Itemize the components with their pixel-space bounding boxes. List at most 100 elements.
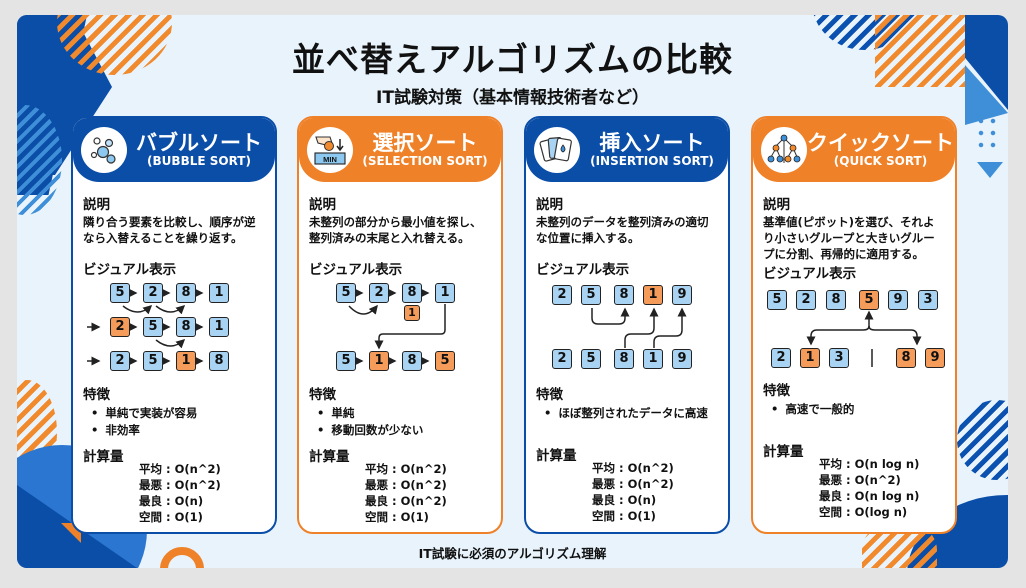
node: 5	[581, 285, 601, 306]
visual-label: ビジュアル表示	[309, 262, 403, 279]
complexity-row: 最悪 : O(n^2)	[365, 477, 447, 492]
node: 2	[369, 283, 389, 304]
features-label: 特徴	[83, 387, 110, 404]
node-highlight: 5	[435, 351, 455, 372]
node: 5	[336, 351, 356, 372]
card-title: バブルソート	[136, 130, 262, 155]
decor-orange-stripes-top-right	[875, 15, 965, 87]
features-list: 単純で実装が容易 非効率	[83, 405, 265, 438]
card-title-en: (BUBBLE SORT)	[147, 153, 251, 168]
node: 3	[918, 290, 938, 311]
partition-tree-icon	[761, 127, 807, 173]
complexity-row: 空間 : O(1)	[365, 509, 429, 524]
card-title-en: (SELECTION SORT)	[362, 153, 488, 168]
complexity-section: 計算量 平均 : O(n^2) 最悪 : O(n^2) 最良 : O(n) 空間…	[536, 444, 718, 524]
features-label: 特徴	[763, 383, 790, 400]
node: 2	[796, 290, 816, 311]
card-title: 選択ソート	[372, 130, 478, 155]
complexity-row: 空間 : O(1)	[139, 509, 203, 524]
insertion-sort-visual: 2 5 8 1 9 2 5 8 1 9	[536, 280, 718, 380]
card-quick-sort: クイックソート (QUICK SORT) 説明 基準値(ピボット)を選び、それよ…	[751, 116, 957, 534]
feature-item: 単純で実装が容易	[91, 405, 265, 422]
node-highlight: 1	[176, 351, 196, 372]
bubbles-icon	[81, 127, 127, 173]
features-list: ほぼ整列されたデータに高速	[536, 405, 718, 422]
node: 2	[552, 285, 572, 306]
node: 8	[209, 351, 229, 372]
node: 5	[581, 349, 601, 370]
node: 1	[209, 283, 229, 304]
arrows	[87, 288, 204, 366]
complexity-row: 最悪 : O(n^2)	[139, 477, 221, 492]
node: 8	[614, 285, 634, 306]
svg-text:MIN: MIN	[323, 155, 337, 164]
description-text: 基準値(ピボット)を選び、それより小さいグループと大きいグループに分割、再帰的に…	[763, 215, 935, 262]
description-text: 隣り合う要素を比較し、順序が逆なら入替えることを繰り返す。	[83, 215, 256, 246]
card-title-en: (QUICK SORT)	[833, 153, 928, 168]
complexity-row: 最良 : O(n log n)	[819, 489, 920, 504]
visual-label: ビジュアル表示	[83, 262, 177, 279]
node-highlight: 1	[404, 305, 420, 322]
selection-sort-visual: 5 2 8 1 1 5 1 8 5	[309, 280, 491, 380]
node: 2	[143, 283, 163, 304]
complexity-row: 平均 : O(n^2)	[365, 461, 447, 476]
node: 1	[209, 317, 229, 338]
node: 8	[402, 283, 422, 304]
decor-dots	[975, 115, 999, 151]
playing-cards-icon	[534, 127, 580, 173]
complexity-row: 空間 : O(1)	[592, 509, 656, 524]
complexity-row: 平均 : O(n^2)	[139, 461, 221, 476]
complexity-label: 計算量	[536, 447, 577, 464]
title-block: 並べ替えアルゴリズムの比較 IT試験対策（基本情報技術者など）	[17, 33, 1008, 108]
description-label: 説明	[536, 197, 563, 213]
description-label: 説明	[309, 197, 336, 213]
page-title: 並べ替えアルゴリズムの比較	[291, 40, 733, 79]
card-header: バブルソート (BUBBLE SORT)	[73, 118, 275, 182]
node-highlight: 1	[643, 285, 663, 306]
node: 5	[110, 283, 130, 304]
decor-blue-stripes-bottom-right	[957, 400, 1008, 480]
node-highlight: 8	[896, 348, 916, 369]
node: 5	[143, 317, 163, 338]
node-highlight: 5	[859, 290, 879, 311]
node: 9	[672, 285, 692, 306]
complexity-row: 最良 : O(n)	[139, 493, 204, 508]
complexity-section: 計算量 平均 : O(n log n) 最悪 : O(n^2) 最良 : O(n…	[763, 440, 945, 520]
node-highlight: 1	[800, 348, 820, 369]
feature-item: 高速で一般的	[771, 401, 945, 418]
card-header: 挿入ソート (INSERTION SORT)	[526, 118, 728, 182]
feature-item: 単純	[317, 405, 491, 422]
card-title: 挿入ソート	[599, 130, 705, 155]
node: 8	[614, 349, 634, 370]
node: 2	[552, 349, 572, 370]
card-header: MIN 選択ソート (SELECTION SORT)	[299, 118, 501, 182]
card-bubble-sort: バブルソート (BUBBLE SORT) 説明 隣り合う要素を比較し、順序が逆な…	[71, 116, 277, 534]
node: 5	[143, 351, 163, 372]
node-highlight: 2	[110, 317, 130, 338]
footer-caption: IT試験に必須のアルゴリズム理解	[418, 546, 607, 561]
description-text: 未整列のデータを整列済みの適切な位置に挿入する。	[536, 215, 709, 246]
arrows	[806, 310, 922, 368]
bubble-sort-visual: 5 2 8 1 2 5 8 1 2 5 1 8	[83, 280, 265, 380]
node: 8	[826, 290, 846, 311]
complexity-section: 計算量 平均 : O(n^2) 最悪 : O(n^2) 最良 : O(n^2) …	[309, 445, 491, 525]
quick-sort-visual: 5 2 8 5 9 3 2 1 3 8 9	[763, 284, 945, 376]
card-selection-sort: MIN 選択ソート (SELECTION SORT) 説明 未整列の部分から最小…	[297, 116, 503, 534]
card-insertion-sort: 挿入ソート (INSERTION SORT) 説明 未整列のデータを整列済みの適…	[524, 116, 730, 534]
description-label: 説明	[763, 197, 790, 213]
min-select-icon: MIN	[307, 127, 353, 173]
node: 9	[888, 290, 908, 311]
features-label: 特徴	[309, 387, 336, 404]
complexity-row: 空間 : O(log n)	[819, 505, 908, 520]
arrows	[591, 307, 687, 349]
complexity-row: 平均 : O(n^2)	[592, 460, 674, 475]
features-list: 高速で一般的	[763, 401, 945, 418]
node: 1	[435, 283, 455, 304]
node: 5	[336, 283, 356, 304]
node: 3	[829, 348, 849, 369]
node-highlight: 9	[925, 348, 945, 369]
decor-down-triangle	[977, 162, 1003, 178]
decor-orange-ring	[160, 547, 204, 568]
complexity-row: 最良 : O(n^2)	[365, 493, 447, 508]
page-subtitle: IT試験対策（基本情報技術者など）	[376, 88, 649, 108]
